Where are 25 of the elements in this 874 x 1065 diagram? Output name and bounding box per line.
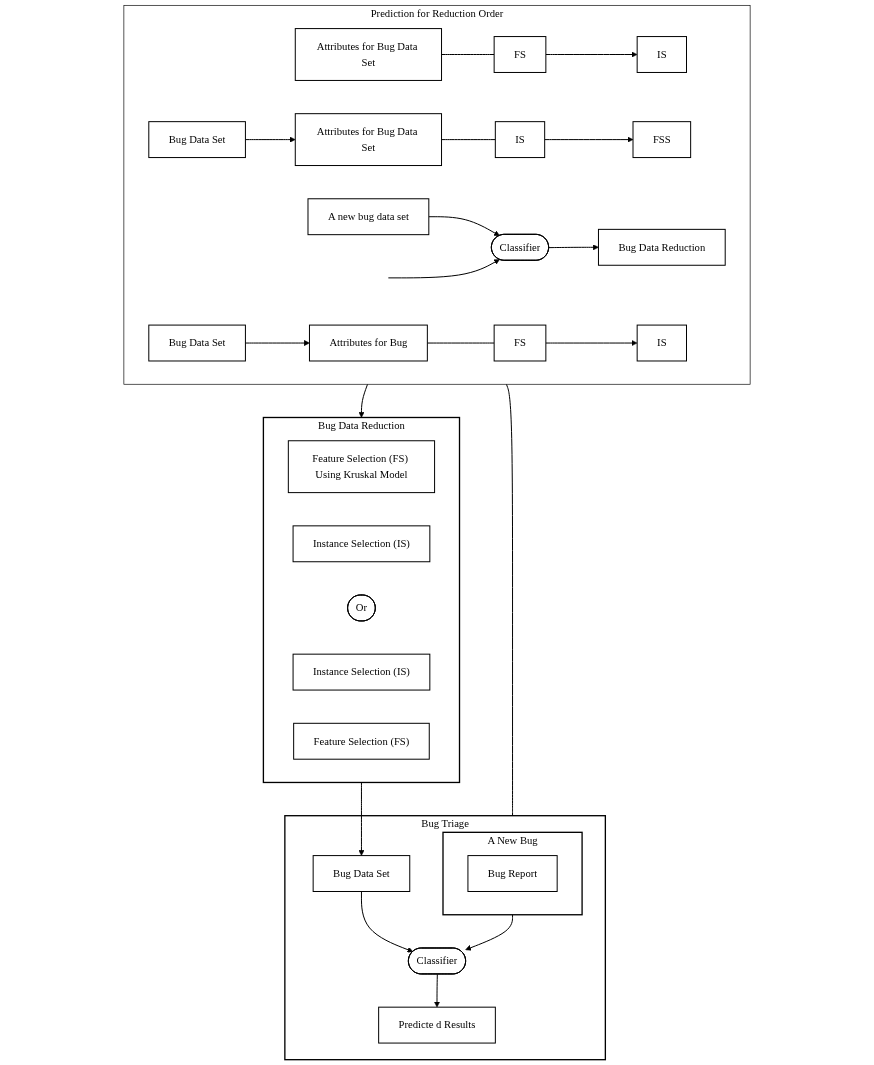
node-box: Predicte d Results — [378, 1006, 496, 1044]
node-box: FS — [493, 36, 547, 73]
node-box: Instance Selection (IS) — [292, 525, 431, 563]
node-box: Attributes for Bug Data Set — [294, 28, 443, 81]
node-box: Bug Data Set — [148, 324, 246, 362]
node-box: Bug Data Set — [148, 121, 246, 159]
node-box: Instance Selection (IS) — [292, 653, 431, 691]
node-box: IS — [494, 121, 546, 159]
connector — [441, 54, 495, 55]
node-box: IS — [636, 36, 687, 73]
node-box: A new bug data set — [307, 198, 430, 236]
connector — [426, 342, 495, 344]
node-box: IS — [636, 324, 687, 362]
node-box: Feature Selection (FS) — [293, 722, 430, 760]
node-box: FS — [493, 324, 547, 362]
node-box: Attributes for Bug — [308, 324, 428, 362]
node-box: Bug Data Reduction — [597, 228, 726, 266]
connector — [505, 383, 514, 817]
node-box: Attributes for Bug Data Set — [294, 113, 443, 167]
node-box: Bug Report — [467, 855, 558, 892]
node-box: Feature Selection (FS) Using Kruskal Model — [287, 440, 436, 494]
arrow — [548, 244, 599, 251]
node-box: Bug Data Set — [312, 855, 411, 892]
node-box: FSS — [632, 121, 692, 159]
connector — [441, 139, 496, 141]
